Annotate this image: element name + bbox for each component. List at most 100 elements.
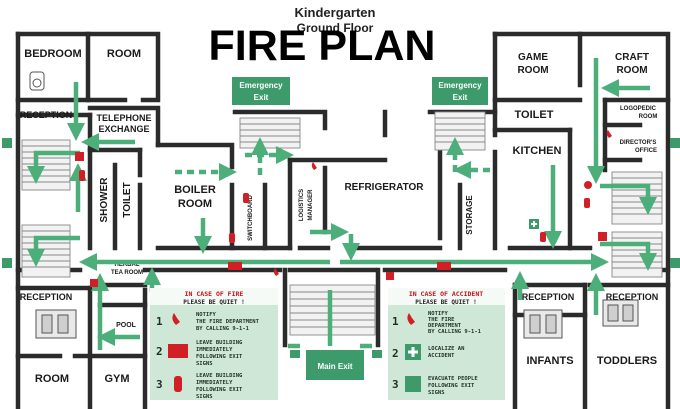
svg-text:SIGNS: SIGNS xyxy=(196,361,213,367)
svg-text:Exit: Exit xyxy=(254,93,269,102)
evacuation-routes xyxy=(27,58,657,350)
svg-text:Emergency: Emergency xyxy=(438,81,482,90)
room-director-2: OFFICE xyxy=(635,148,657,154)
accident-step-3-num: 3 xyxy=(392,378,399,391)
svg-text:SIGNS: SIGNS xyxy=(428,390,445,396)
room-telephone-2: EXCHANGE xyxy=(98,124,149,134)
room-reception-left: RECEPTION xyxy=(20,292,73,302)
room-logistics-2: MANAGER xyxy=(308,189,314,221)
room-herbal-2: TEA ROOM xyxy=(111,270,143,276)
room-toddlers: TODDLERS xyxy=(597,355,657,367)
fire-extinguisher-icon xyxy=(174,376,182,392)
svg-text:DEPARTMENT: DEPARTMENT xyxy=(428,323,462,329)
fire-alarm-icon xyxy=(90,279,98,287)
svg-text:ACCIDENT: ACCIDENT xyxy=(428,353,455,359)
room-kitchen: KITCHEN xyxy=(513,145,562,157)
running-man-icon xyxy=(670,258,680,268)
fire-panel-heading: IN CASE OF FIRE xyxy=(185,290,244,298)
svg-text:THE FIRE DEPARTMENT: THE FIRE DEPARTMENT xyxy=(196,319,260,325)
fire-panel-subheading: PLEASE BE QUIET ! xyxy=(183,299,244,306)
room-bedroom: BEDROOM xyxy=(24,48,81,60)
running-man-icon xyxy=(290,350,300,358)
running-man-icon xyxy=(670,138,680,148)
room-boiler-1: BOILER xyxy=(174,184,216,196)
room-reception-top-left: RECEPTION xyxy=(20,110,73,120)
phone-icon xyxy=(407,313,415,325)
room-toilet-left: TOILET xyxy=(122,182,133,217)
room-craft-2: ROOM xyxy=(616,65,647,76)
svg-text:Main Exit: Main Exit xyxy=(317,362,352,371)
fire-alarm-icon xyxy=(75,152,84,161)
room-top-left: ROOM xyxy=(107,48,141,60)
room-switchboard: SWITCHBOARD xyxy=(248,195,254,241)
fire-extinguisher-icon xyxy=(229,233,235,243)
phone-icon xyxy=(606,130,612,138)
fire-instructions-panel: IN CASE OF FIRE PLEASE BE QUIET ! 1 NOTI… xyxy=(150,288,278,400)
safety-icons xyxy=(2,130,680,358)
svg-text:LOCALIZE AN: LOCALIZE AN xyxy=(428,346,464,352)
svg-text:THE FIRE: THE FIRE xyxy=(428,317,455,323)
accident-instructions-panel: IN CASE OF ACCIDENT PLEASE BE QUIET ! 1 … xyxy=(388,288,505,400)
arrow-stairs-top-left xyxy=(27,150,80,184)
phone-icon xyxy=(273,268,279,276)
main-exit: Main Exit xyxy=(306,350,364,380)
room-herbal-1: HERBAL xyxy=(115,262,140,268)
running-man-icon xyxy=(2,258,12,268)
room-shower: SHOWER xyxy=(99,177,110,223)
svg-text:Exit: Exit xyxy=(453,93,468,102)
svg-text:LEAVE BUILDING: LEAVE BUILDING xyxy=(196,373,243,379)
page-title: FIRE PLAN xyxy=(209,22,436,70)
room-labels: BEDROOM ROOM RECEPTION TELEPHONE EXCHANG… xyxy=(20,48,659,385)
svg-text:LEAVE BUILDING: LEAVE BUILDING xyxy=(196,340,243,346)
room-refrigerator: REFRIGERATOR xyxy=(344,182,424,193)
svg-text:IMMEDIATELY: IMMEDIATELY xyxy=(196,347,233,353)
room-infants: INFANTS xyxy=(526,355,573,367)
fire-alarm-icon xyxy=(168,344,188,358)
fire-alarm-icon xyxy=(228,262,242,270)
building-name: Kindergarten xyxy=(295,5,376,20)
walls xyxy=(15,31,671,409)
emergency-exit-right: Emergency Exit xyxy=(432,77,488,105)
room-pool: POOL xyxy=(116,322,137,329)
svg-text:SIGNS: SIGNS xyxy=(196,394,213,400)
phone-icon xyxy=(311,162,317,170)
svg-text:FOLLOWING EXIT: FOLLOWING EXIT xyxy=(196,387,243,393)
running-man-icon xyxy=(372,350,382,358)
svg-text:FOLLOWING EXIT: FOLLOWING EXIT xyxy=(428,383,475,389)
svg-text:IMMEDIATELY: IMMEDIATELY xyxy=(196,380,233,386)
fire-alarm-icon xyxy=(386,272,394,280)
running-man-icon xyxy=(2,138,12,148)
fire-step-2-num: 2 xyxy=(156,345,163,358)
room-gym: GYM xyxy=(104,373,129,385)
fire-extinguisher-icon xyxy=(79,170,85,181)
fire-extinguisher-icon xyxy=(243,193,249,203)
room-game-2: ROOM xyxy=(517,65,548,76)
running-man-icon xyxy=(405,376,421,392)
arrow-stairs-bottom-right xyxy=(600,241,657,271)
fire-extinguisher-icon xyxy=(584,198,590,208)
room-game-1: GAME xyxy=(518,52,548,63)
room-logopedic-2: ROOM xyxy=(639,114,658,120)
room-bottom-left: ROOM xyxy=(35,373,69,385)
svg-text:FOLLOWING EXIT: FOLLOWING EXIT xyxy=(196,354,243,360)
accident-step-1-num: 1 xyxy=(392,315,399,328)
accident-step-2-num: 2 xyxy=(392,347,399,360)
arrow-stairs-top-right xyxy=(600,183,657,215)
phone-icon xyxy=(172,313,180,325)
accident-panel-heading: IN CASE OF ACCIDENT xyxy=(409,290,483,298)
room-reception-right-1: RECEPTION xyxy=(522,292,575,302)
svg-text:BY CALLING 9-1-1: BY CALLING 9-1-1 xyxy=(428,329,482,335)
svg-text:Emergency: Emergency xyxy=(239,81,283,90)
room-logistics-1: LOGISTICS xyxy=(299,189,305,221)
fire-step-3-num: 3 xyxy=(156,378,163,391)
room-director-1: DIRECTOR'S xyxy=(620,140,657,146)
room-telephone-1: TELEPHONE xyxy=(96,113,151,123)
fire-alarm-icon xyxy=(598,232,607,241)
fire-alarm-icon xyxy=(584,181,592,189)
accident-panel-subheading: PLEASE BE QUIET ! xyxy=(415,299,476,306)
svg-text:NOTIFY: NOTIFY xyxy=(428,311,449,317)
room-reception-right-2: RECEPTION xyxy=(606,292,659,302)
room-toilet-right: TOILET xyxy=(515,109,554,121)
floor-name: Ground Floor xyxy=(297,21,374,35)
